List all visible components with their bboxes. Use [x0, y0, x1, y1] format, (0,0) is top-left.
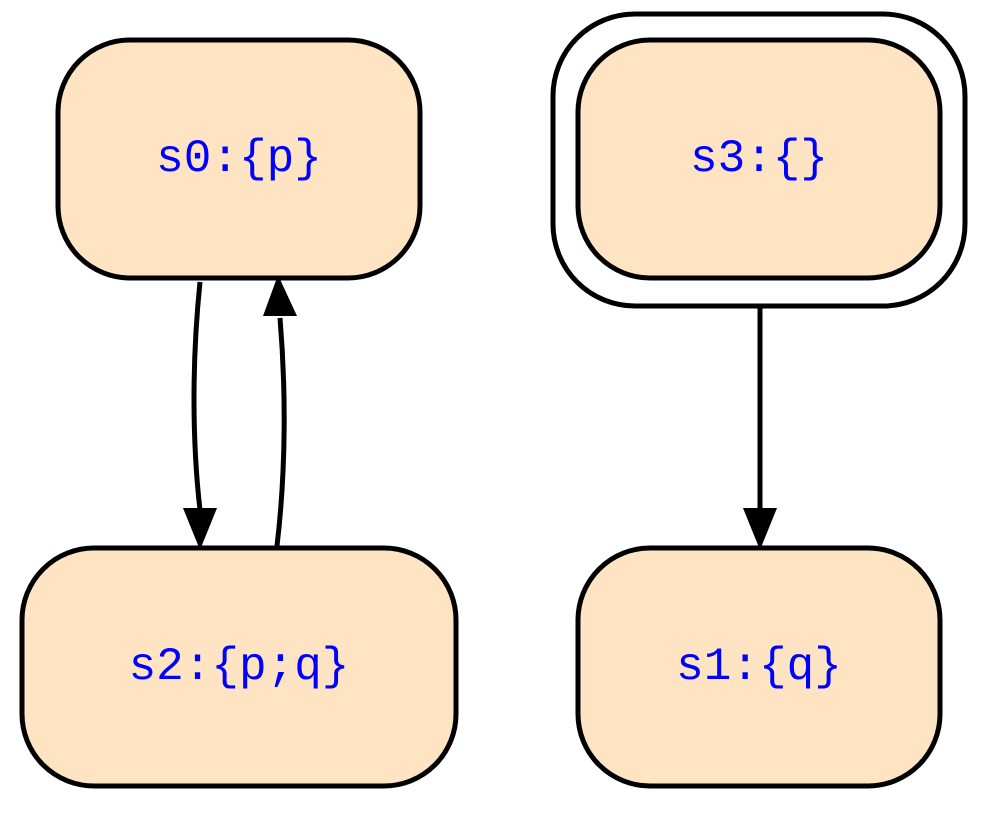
edge-s0-to-s2[interactable] — [191, 281, 203, 511]
node-s2-label: s2:{p;q} — [129, 641, 350, 693]
node-s0[interactable]: s0:{p} — [55, 37, 423, 281]
node-s0-box — [55, 37, 423, 281]
nodes: s0:{p} s3:{} s2:{p;q} s1:{q} — [19, 11, 968, 789]
node-s2[interactable]: s2:{p;q} — [19, 545, 459, 789]
node-s3-box — [575, 37, 943, 281]
node-s3-label: s3:{} — [690, 133, 828, 185]
node-s3[interactable]: s3:{} — [550, 11, 968, 309]
node-s0-label: s0:{p} — [156, 133, 322, 185]
edge-s3-to-s1-arrowhead — [743, 508, 777, 550]
edge-s2-to-s0-arrowhead — [263, 275, 297, 316]
node-s1-label: s1:{q} — [676, 641, 842, 693]
edges — [183, 275, 777, 550]
node-s2-box — [19, 545, 459, 789]
edge-s2-to-s0[interactable] — [274, 317, 287, 547]
edge-s0-to-s2-arrowhead — [183, 508, 217, 550]
node-s1-box — [575, 545, 943, 789]
node-s1[interactable]: s1:{q} — [575, 545, 943, 789]
node-s3-outer-ring — [550, 11, 968, 309]
